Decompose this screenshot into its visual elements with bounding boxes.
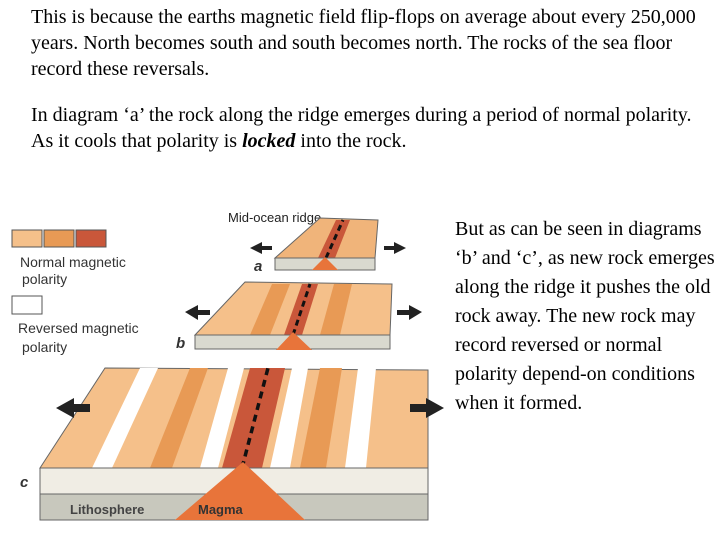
block-c-arrow-right: [410, 398, 444, 418]
diagram-a-text-start: In diagram ‘a’ the rock along the ridge …: [31, 104, 692, 152]
locked-emphasis: locked: [242, 130, 296, 152]
legend-normal-swatch-1: [11, 229, 43, 248]
stage-b-label: b: [176, 335, 185, 352]
block-b-center-band: [284, 284, 318, 335]
legend-normal-label-1: Normal magnetic: [20, 254, 126, 270]
block-a-ridge-axis: [324, 219, 345, 259]
legend-normal-swatch-3: [75, 229, 107, 248]
legend-reversed-label-1: Reversed magnetic: [18, 320, 139, 336]
block-b-arrow-right: [397, 305, 422, 320]
block-a: [273, 217, 379, 271]
block-c-ridge-axis: [240, 367, 270, 469]
lithosphere-label: Lithosphere: [70, 502, 144, 517]
block-c-arrow-left: [56, 398, 90, 418]
legend-reversed-swatch: [11, 295, 43, 315]
diagram-bc-paragraph: But as can be seen in diagrams ‘b’ and ‘…: [455, 218, 715, 414]
mid-ocean-ridge-label: Mid-ocean ridge: [228, 210, 321, 225]
block-c-band-5: [300, 368, 342, 468]
block-c-band-1: [92, 368, 158, 468]
legend-normal-swatch-2: [43, 229, 75, 248]
block-a-magma: [312, 257, 338, 270]
seafloor-spreading-figure: Normal magnetic polarity Reversed magnet…: [11, 210, 444, 521]
legend-reversed-label-2: polarity: [22, 339, 67, 355]
legend: Normal magnetic polarity Reversed magnet…: [11, 229, 139, 355]
stage-c-label: c: [20, 474, 29, 491]
block-b-ridge-axis: [291, 283, 312, 336]
block-c: [39, 367, 429, 521]
intro-paragraph: This is because the earths magnetic fiel…: [31, 6, 696, 80]
block-a-arrow-right: [384, 242, 406, 254]
block-b-band-right: [320, 284, 352, 335]
block-c-band-6: [345, 368, 376, 468]
block-c-magma: [175, 462, 305, 520]
block-b-arrow-left: [185, 305, 210, 320]
block-c-band-3: [200, 368, 244, 468]
block-b-magma: [276, 332, 312, 350]
block-b: [193, 281, 393, 350]
magma-label: Magma: [198, 502, 244, 517]
block-a-arrow-left: [250, 242, 272, 254]
legend-normal-label-2: polarity: [22, 271, 67, 287]
diagram-a-paragraph: In diagram ‘a’ the rock along the ridge …: [31, 102, 711, 154]
diagram-a-text-end: into the rock.: [295, 130, 407, 152]
block-b-band-left: [250, 284, 290, 335]
block-c-band-2: [150, 368, 208, 468]
stage-a-label: a: [254, 258, 262, 275]
block-c-band-4: [270, 368, 308, 468]
